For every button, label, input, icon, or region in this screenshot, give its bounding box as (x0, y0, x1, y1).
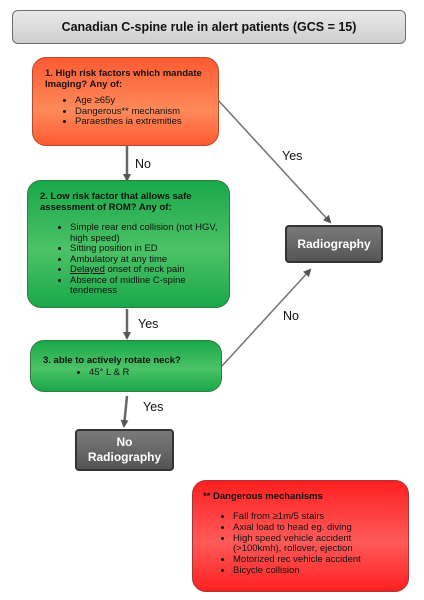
list-item: High speed vehicle accident (>100kmh), r… (233, 533, 398, 556)
step2-low-risk-box: 2. Low risk factor that allows safe asse… (27, 180, 230, 308)
list-item: Paraesthes ia extremities (75, 116, 208, 128)
list-item: Bicycle collision (233, 565, 398, 577)
step2-heading: 2. Low risk factor that allows safe asse… (40, 191, 192, 213)
label-yes-step2: Yes (138, 317, 159, 331)
delayed-rest: onset of neck pain (104, 264, 185, 275)
step2-list: Simple rear end collision (not HGV, high… (40, 222, 219, 297)
no-radiography-line1: No (116, 435, 133, 449)
step3-list: 45° L & R (43, 367, 211, 379)
step1-high-risk-box: 1. High risk factors which mandate Imagi… (32, 57, 219, 146)
delayed-word: Delayed (70, 264, 105, 275)
label-no-step1: No (135, 157, 151, 171)
dangerous-mechanisms-box: ** Dangerous mechanisms Fall from ≥1m/5 … (192, 480, 409, 592)
step3-rotate-neck-box: 3. able to actively rotate neck? 45° L &… (30, 340, 222, 392)
dangerous-heading: ** Dangerous mechanisms (203, 491, 323, 502)
list-item: Delayed onset of neck pain (70, 264, 219, 276)
list-item: Age ≥65y (75, 95, 208, 107)
list-item: Simple rear end collision (not HGV, high… (70, 222, 219, 244)
list-item: 45° L & R (89, 367, 211, 379)
list-item: Dangerous** mechanism (75, 106, 208, 118)
arrow-step1-to-radiography (217, 99, 332, 224)
list-item: Fall from ≥1m/5 stairs (233, 511, 398, 523)
step1-heading: 1. High risk factors which mandate Imagi… (45, 68, 202, 90)
radiography-label: Radiography (297, 236, 371, 251)
label-yes-step1: Yes (282, 149, 303, 163)
label-yes-step3: Yes (143, 400, 164, 414)
dangerous-list: Fall from ≥1m/5 stairs Axial load to hea… (203, 511, 398, 577)
arrow-step3-to-no-radiography (120, 395, 129, 428)
list-item: Ambulatory at any time (70, 254, 219, 266)
label-no-step3: No (283, 309, 299, 323)
list-item: Motorized rec vehicle accident (233, 554, 398, 566)
arrow-step3-to-radiography (221, 268, 312, 367)
title-banner: Canadian C-spine rule in alert patients … (12, 10, 406, 44)
list-item: Axial load to head eg. diving (233, 522, 398, 534)
step3-heading: 3. able to actively rotate neck? (43, 355, 181, 366)
list-item: Sitting position in ED (70, 243, 219, 255)
list-item: Absence of midline C-spine tenderness (70, 275, 219, 297)
page-title: Canadian C-spine rule in alert patients … (61, 20, 357, 34)
no-radiography-box: No Radiography (75, 429, 174, 471)
no-radiography-line2: Radiography (87, 450, 162, 464)
step1-list: Age ≥65y Dangerous** mechanism Paraesthe… (45, 95, 208, 128)
radiography-box: Radiography (285, 225, 383, 263)
